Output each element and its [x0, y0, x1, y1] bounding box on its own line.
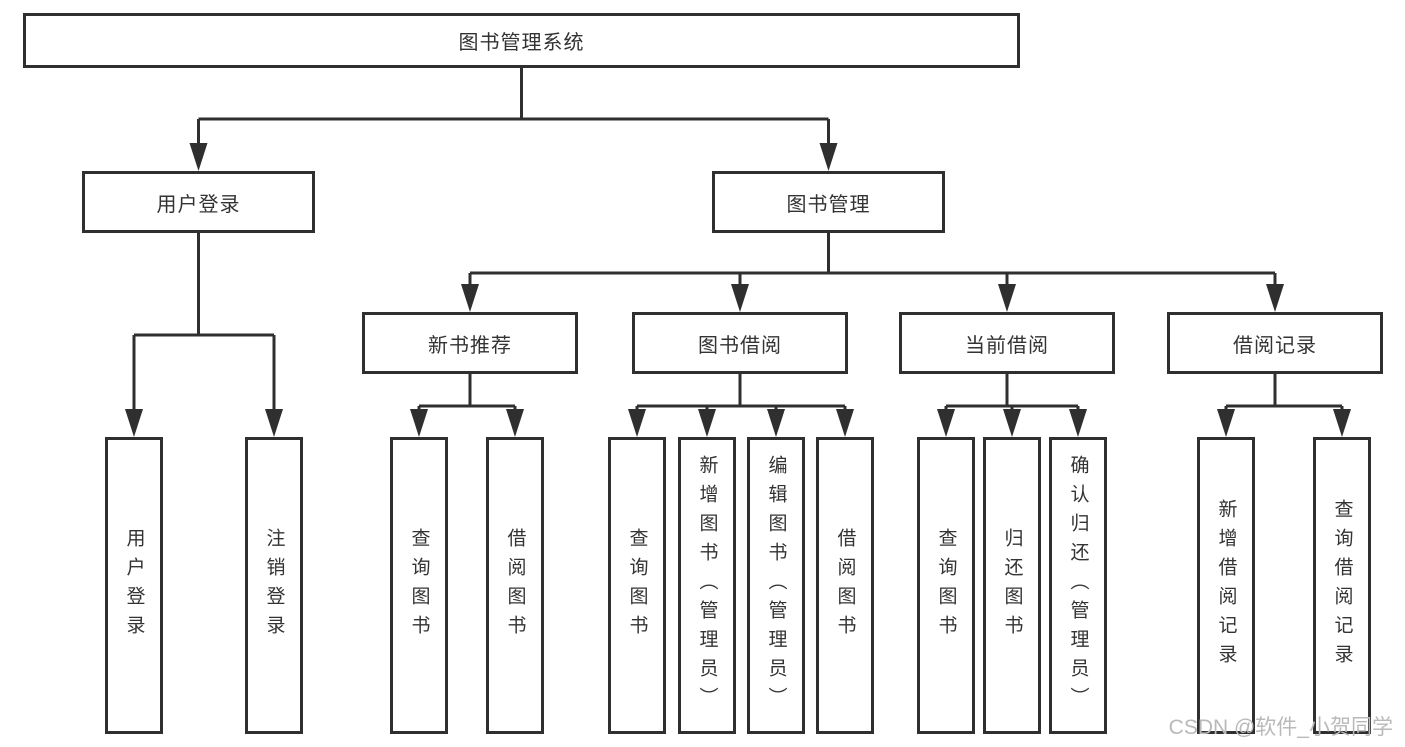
arrowhead	[1069, 409, 1087, 437]
leaf-bb-add-book-admin-label: 新增图书（管理员）	[696, 455, 718, 716]
arrowhead	[506, 409, 524, 437]
arrowhead	[698, 409, 716, 437]
leaf-nb-borrow-book: 借阅图书	[486, 437, 544, 734]
leaf-bb-borrow-book: 借阅图书	[816, 437, 874, 734]
node-current-borrow: 当前借阅	[899, 312, 1115, 374]
leaf-bb-edit-book-admin-label: 编辑图书（管理员）	[765, 455, 787, 716]
arrowheads	[125, 143, 1351, 437]
leaf-bb-query-book: 查询图书	[608, 437, 666, 734]
arrowhead	[1003, 409, 1021, 437]
node-book-borrow: 图书借阅	[632, 312, 848, 374]
leaf-logout: 注销登录	[245, 437, 303, 734]
arrowhead	[461, 284, 479, 312]
node-borrow-record: 借阅记录	[1167, 312, 1383, 374]
arrowhead	[125, 409, 143, 437]
node-user-login-label: 用户登录	[156, 193, 241, 216]
arrowhead	[1333, 409, 1351, 437]
leaf-bb-add-book-admin: 新增图书（管理员）	[678, 437, 736, 734]
leaf-cb-query-book: 查询图书	[917, 437, 975, 734]
arrowhead	[410, 409, 428, 437]
leaf-cb-query-book-label: 查询图书	[935, 527, 957, 644]
leaf-logout-label: 注销登录	[263, 527, 285, 644]
leaf-bb-query-book-label: 查询图书	[626, 527, 648, 644]
leaf-user-login: 用户登录	[105, 437, 163, 734]
arrowhead	[1266, 284, 1284, 312]
leaf-bb-edit-book-admin: 编辑图书（管理员）	[747, 437, 805, 734]
arrowhead	[937, 409, 955, 437]
node-book-management-label: 图书管理	[786, 193, 871, 216]
node-borrow-record-label: 借阅记录	[1233, 334, 1317, 357]
arrowhead	[731, 284, 749, 312]
leaf-cb-confirm-return-admin-label: 确认归还（管理员）	[1067, 455, 1089, 716]
leaf-cb-return-book-label: 归还图书	[1001, 527, 1023, 644]
node-book-management: 图书管理	[712, 171, 945, 233]
leaf-cb-return-book: 归还图书	[983, 437, 1041, 734]
node-book-borrow-label: 图书借阅	[698, 334, 782, 357]
node-user-login: 用户登录	[82, 171, 315, 233]
leaf-br-query-record-label: 查询借阅记录	[1331, 498, 1353, 673]
leaf-br-add-record-label: 新增借阅记录	[1215, 498, 1237, 673]
leaf-br-add-record: 新增借阅记录	[1197, 437, 1255, 734]
csdn-watermark: CSDN @软件_小贺同学	[1168, 716, 1393, 739]
node-new-book-recommend-label: 新书推荐	[428, 334, 512, 357]
leaf-cb-confirm-return-admin: 确认归还（管理员）	[1049, 437, 1107, 734]
arrowhead	[628, 409, 646, 437]
node-root-label: 图书管理系统	[458, 32, 585, 54]
leaf-br-query-record: 查询借阅记录	[1313, 437, 1371, 734]
arrowhead	[819, 143, 838, 171]
leaf-nb-query-book: 查询图书	[390, 437, 448, 734]
node-new-book-recommend: 新书推荐	[362, 312, 578, 374]
node-root: 图书管理系统	[23, 13, 1020, 68]
leaf-nb-query-book-label: 查询图书	[408, 527, 430, 644]
arrowhead	[189, 143, 208, 171]
leaf-bb-borrow-book-label: 借阅图书	[834, 527, 856, 644]
arrowhead	[1217, 409, 1235, 437]
arrowhead	[767, 409, 785, 437]
arrowhead	[998, 284, 1016, 312]
leaf-nb-borrow-book-label: 借阅图书	[504, 527, 526, 644]
node-current-borrow-label: 当前借阅	[965, 334, 1049, 357]
leaf-user-login-label: 用户登录	[123, 527, 145, 644]
arrowhead	[265, 409, 283, 437]
arrowhead	[836, 409, 854, 437]
